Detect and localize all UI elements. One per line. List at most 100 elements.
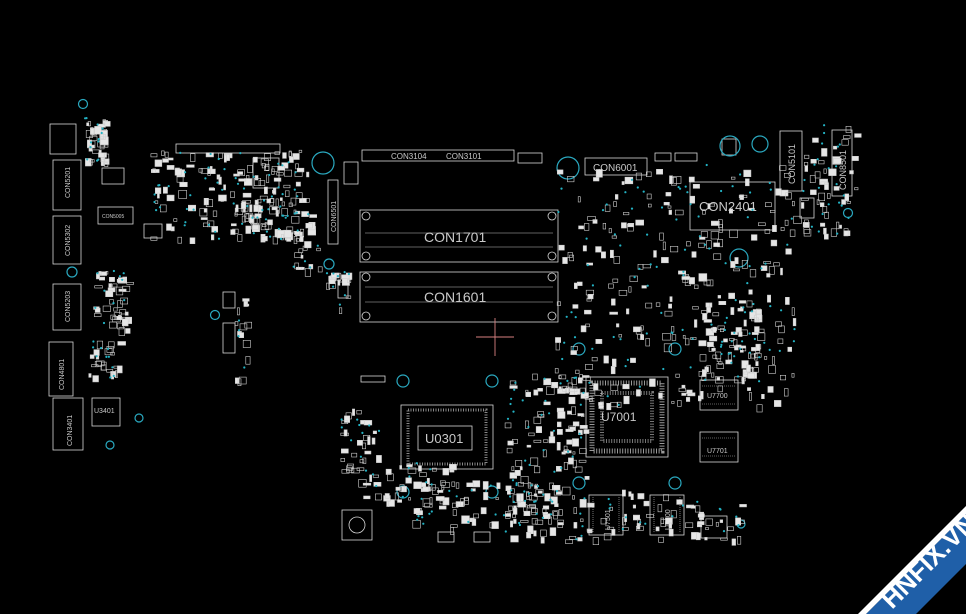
con5005-label: CON5005	[102, 214, 124, 220]
smd-part	[627, 223, 634, 228]
con1701-dimm-slot[interactable]: CON1701	[359, 209, 559, 263]
smd-part	[491, 521, 499, 529]
u7501-chip[interactable]: U7501	[588, 494, 624, 536]
smd-part	[506, 447, 513, 454]
via	[287, 161, 290, 164]
bottom-part[interactable]	[473, 531, 491, 543]
smd-part	[574, 466, 583, 473]
via	[619, 244, 622, 247]
smd-part	[768, 266, 775, 275]
con5201-connector[interactable]: CON5201	[52, 159, 82, 211]
smd-part	[150, 236, 158, 241]
smd-part	[385, 468, 392, 475]
top-part[interactable]	[674, 152, 698, 162]
smd-part	[98, 152, 107, 158]
con5101-connector[interactable]: CON5101	[779, 130, 803, 192]
smd-part	[190, 153, 196, 162]
con5005-connector[interactable]: CON5005	[97, 206, 134, 225]
smd-part	[304, 268, 312, 277]
inductor-right[interactable]	[700, 515, 728, 539]
smd-part	[688, 277, 695, 285]
via	[430, 483, 433, 486]
right-part[interactable]	[799, 197, 815, 219]
smd-part	[709, 303, 712, 308]
smd-part	[455, 482, 460, 489]
inductor-left[interactable]	[341, 509, 373, 541]
con6501-connector[interactable]: CON6501	[327, 179, 339, 245]
via	[265, 230, 268, 233]
smd-part	[711, 347, 716, 352]
smd-part	[698, 340, 707, 347]
u7001-gpu[interactable]: U7001	[585, 376, 669, 458]
con3401-connector[interactable]: CON3401	[52, 397, 84, 451]
con5302-connector[interactable]: CON5302	[52, 215, 82, 265]
small-connector[interactable]	[49, 123, 77, 155]
right-part[interactable]	[721, 138, 737, 156]
via	[494, 513, 497, 516]
smd-part	[340, 448, 349, 454]
top-left-part[interactable]	[101, 167, 125, 185]
mid-left-part[interactable]	[222, 291, 236, 309]
via	[192, 208, 195, 211]
mid-part[interactable]	[343, 161, 359, 185]
smd-part	[691, 251, 697, 258]
smd-part	[119, 309, 127, 315]
smd-part	[88, 148, 93, 152]
smd-part	[89, 354, 95, 359]
via	[821, 212, 824, 216]
u3401-chip[interactable]: U3401	[91, 397, 121, 427]
bottom-part[interactable]	[437, 531, 455, 543]
bottom-part[interactable]	[360, 375, 386, 383]
smd-part	[565, 428, 574, 432]
top-part[interactable]	[517, 152, 543, 164]
con1601-dimm-slot[interactable]: CON1601	[359, 271, 559, 323]
smd-part	[369, 474, 373, 482]
smd-part	[749, 269, 757, 278]
smd-part	[537, 411, 544, 418]
smd-part	[115, 286, 124, 296]
con6001-connector[interactable]: CON6001	[584, 157, 648, 176]
con3104-con3101-connector[interactable]: CON3104 CON3101	[361, 149, 515, 162]
smd-part	[839, 224, 842, 229]
con4801-connector[interactable]: CON4801	[48, 341, 74, 397]
smd-part	[530, 457, 539, 466]
mid-left-part[interactable]	[222, 322, 236, 354]
smd-part	[99, 276, 106, 281]
via	[601, 209, 605, 212]
u0301-cpu[interactable]: U0301	[400, 404, 494, 470]
via	[528, 463, 531, 466]
via	[639, 521, 642, 524]
top-left-part[interactable]	[143, 223, 163, 239]
u7701-chip[interactable]: U7701	[699, 431, 739, 463]
smd-part	[372, 474, 380, 478]
smd-part	[105, 290, 114, 297]
smd-part	[96, 360, 105, 367]
top-left-header[interactable]	[175, 143, 281, 154]
via	[361, 431, 364, 434]
smd-part	[737, 307, 744, 312]
via	[92, 346, 95, 349]
smd-part	[586, 262, 593, 266]
smd-part	[535, 426, 543, 433]
smd-part	[655, 302, 661, 307]
smd-part	[733, 268, 740, 272]
via	[504, 530, 507, 533]
smd-part	[108, 341, 115, 349]
via	[269, 235, 272, 238]
smd-part	[593, 177, 600, 182]
con5203-connector[interactable]: CON5203	[52, 283, 82, 331]
smd-part	[526, 444, 532, 448]
u7700-chip[interactable]: U7700	[699, 379, 739, 411]
smd-part	[295, 238, 300, 242]
smd-part	[785, 192, 792, 200]
via	[836, 232, 839, 235]
via	[214, 230, 217, 233]
via	[430, 510, 433, 513]
smd-part	[844, 193, 849, 201]
top-part[interactable]	[654, 152, 672, 162]
smd-part	[117, 365, 123, 374]
con8501-connector[interactable]: CON8501	[831, 129, 853, 197]
smd-part	[741, 360, 749, 369]
via	[470, 489, 473, 492]
smd-part	[363, 420, 373, 426]
